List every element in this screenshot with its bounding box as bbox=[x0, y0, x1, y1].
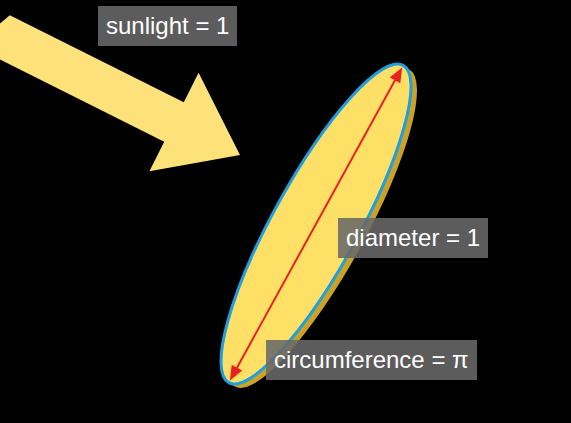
sunlight-label: sunlight = 1 bbox=[98, 6, 237, 46]
diameter-label: diameter = 1 bbox=[338, 218, 488, 258]
arrow-head bbox=[390, 64, 408, 83]
arrow-head bbox=[225, 365, 243, 384]
circumference-label: circumference = π bbox=[266, 340, 477, 380]
